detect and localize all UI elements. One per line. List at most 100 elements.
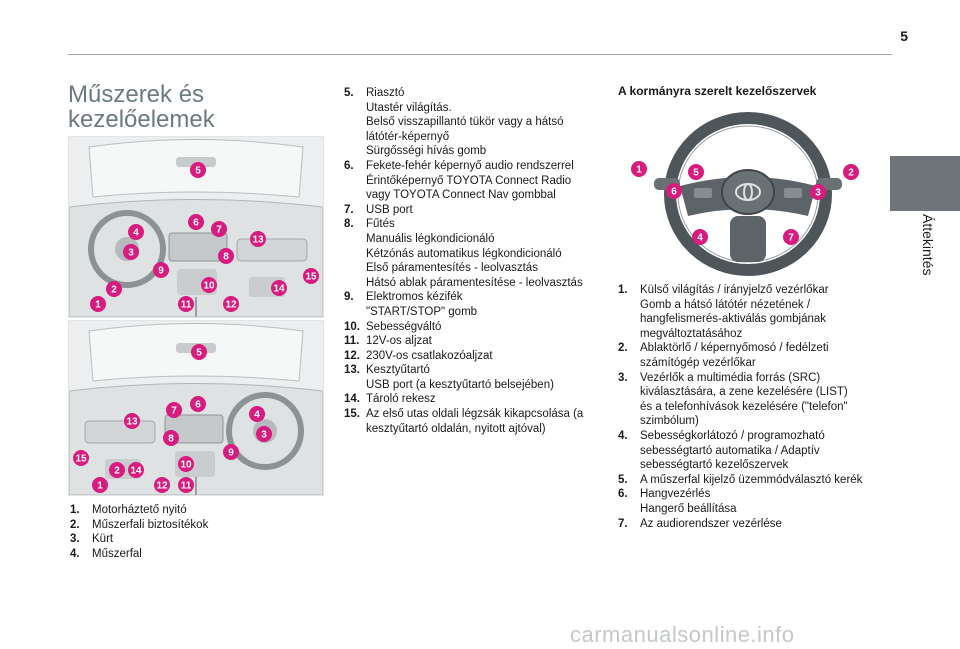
svg-text:5: 5 bbox=[693, 168, 699, 179]
svg-text:5: 5 bbox=[196, 348, 202, 359]
callout-7: 7 bbox=[211, 221, 227, 237]
callout-4: 4 bbox=[692, 229, 708, 245]
svg-text:4: 4 bbox=[133, 228, 139, 239]
svg-text:15: 15 bbox=[75, 454, 87, 465]
svg-text:11: 11 bbox=[181, 300, 192, 311]
svg-text:6: 6 bbox=[193, 218, 199, 229]
list-item: 2.Műszerfali biztosítékok bbox=[70, 518, 209, 531]
page-number: 5 bbox=[900, 28, 908, 44]
callout-1: 1 bbox=[90, 296, 106, 312]
callout-6: 6 bbox=[188, 214, 204, 230]
callout-2: 2 bbox=[109, 462, 125, 478]
callout-7: 7 bbox=[166, 402, 182, 418]
svg-text:2: 2 bbox=[111, 285, 117, 296]
svg-text:3: 3 bbox=[261, 430, 267, 441]
callout-4: 4 bbox=[249, 406, 265, 422]
svg-text:1: 1 bbox=[95, 300, 101, 311]
callout-10: 10 bbox=[178, 456, 194, 472]
svg-text:13: 13 bbox=[252, 235, 264, 246]
list-item: 6. Fekete-fehér képernyő audio rendszerr… bbox=[344, 159, 574, 202]
callout-14: 14 bbox=[128, 462, 144, 478]
svg-text:3: 3 bbox=[815, 188, 821, 199]
svg-text:2: 2 bbox=[114, 466, 120, 477]
callout-8: 8 bbox=[218, 248, 234, 264]
callout-3: 3 bbox=[123, 244, 139, 260]
callout-6: 6 bbox=[666, 183, 682, 199]
svg-text:5: 5 bbox=[195, 166, 201, 177]
list-left: 1.Motorháztető nyitó 2.Műszerfali biztos… bbox=[70, 503, 320, 561]
svg-text:8: 8 bbox=[223, 252, 229, 263]
list-item: 5.A műszerfal kijelző üzemmódválasztó ke… bbox=[618, 473, 863, 486]
svg-text:1: 1 bbox=[97, 481, 103, 492]
callout-12: 12 bbox=[154, 477, 170, 493]
svg-text:11: 11 bbox=[181, 481, 192, 492]
section-tab bbox=[890, 156, 960, 211]
list-item: 2. Ablaktörlő / képernyőmosó / fedélzeti… bbox=[618, 342, 829, 369]
callout-11: 11 bbox=[178, 296, 194, 312]
svg-text:7: 7 bbox=[788, 233, 794, 244]
list-item: 11.12V-os aljzat bbox=[344, 335, 432, 348]
callout-8: 8 bbox=[163, 430, 179, 446]
svg-text:3: 3 bbox=[128, 248, 134, 259]
callout-9: 9 bbox=[153, 262, 169, 278]
list-item: 12.230V-os csatlakozóaljzat bbox=[344, 349, 493, 362]
svg-text:12: 12 bbox=[156, 481, 168, 492]
callout-15: 15 bbox=[303, 268, 319, 284]
list-item: 7.Az audiorendszer vezérlése bbox=[618, 517, 782, 530]
svg-text:6: 6 bbox=[671, 187, 677, 198]
callout-6: 6 bbox=[190, 396, 206, 412]
list-item: 3. Vezérlők a multimédia forrás (SRC)kiv… bbox=[618, 371, 848, 428]
callout-9: 9 bbox=[223, 444, 239, 460]
list-item: 1. Külső világítás / irányjelző vezérlők… bbox=[618, 284, 829, 340]
callout-5: 5 bbox=[191, 344, 207, 360]
top-diagram-callouts: 5 6 7 4 3 13 8 9 10 15 14 2 1 11 12 bbox=[90, 162, 319, 312]
svg-text:10: 10 bbox=[180, 460, 192, 471]
callout-2: 2 bbox=[843, 164, 859, 180]
list-item: 7.USB port bbox=[344, 203, 413, 216]
svg-text:15: 15 bbox=[305, 272, 317, 283]
callout-3: 3 bbox=[256, 426, 272, 442]
svg-text:12: 12 bbox=[225, 300, 237, 311]
list-item: 15. Az első utas oldali légzsák kikapcso… bbox=[344, 408, 584, 435]
callout-5: 5 bbox=[688, 164, 704, 180]
svg-text:9: 9 bbox=[228, 448, 234, 459]
list-right: 1. Külső világítás / irányjelző vezérlők… bbox=[618, 283, 878, 531]
callout-4: 4 bbox=[128, 224, 144, 240]
callout-1: 1 bbox=[92, 477, 108, 493]
svg-text:8: 8 bbox=[168, 434, 174, 445]
callout-15: 15 bbox=[73, 450, 89, 466]
steering-wheel-diagram bbox=[654, 112, 842, 276]
callout-11: 11 bbox=[178, 477, 194, 493]
svg-text:4: 4 bbox=[697, 233, 703, 244]
callout-3: 3 bbox=[810, 184, 826, 200]
svg-text:9: 9 bbox=[158, 266, 164, 277]
svg-text:1: 1 bbox=[636, 165, 642, 176]
callout-7: 7 bbox=[783, 229, 799, 245]
callout-10: 10 bbox=[201, 277, 217, 293]
callout-14: 14 bbox=[271, 280, 287, 296]
list-item: 3.Kürt bbox=[70, 533, 114, 546]
svg-text:7: 7 bbox=[171, 406, 177, 417]
wheel-callouts: 1 5 6 2 3 4 7 bbox=[631, 161, 859, 245]
steering-heading: A kormányra szerelt kezelőszervek bbox=[618, 84, 817, 98]
callout-5: 5 bbox=[190, 162, 206, 178]
callout-13: 13 bbox=[250, 231, 266, 247]
callout-13: 13 bbox=[124, 413, 140, 429]
svg-text:7: 7 bbox=[216, 225, 222, 236]
bottom-diagram-callouts: 5 6 7 4 13 3 8 9 10 15 2 14 1 12 11 bbox=[73, 344, 272, 493]
svg-text:10: 10 bbox=[203, 281, 215, 292]
list-item: 9. Elektromos kézifék"START/STOP" gomb bbox=[344, 291, 478, 318]
top-rule bbox=[68, 54, 892, 55]
section-title: Műszerek és kezelőelemek bbox=[68, 81, 215, 133]
section-tab-label: Áttekintés bbox=[920, 214, 936, 276]
svg-text:6: 6 bbox=[195, 400, 201, 411]
callout-2: 2 bbox=[106, 281, 122, 297]
list-item: 10.Sebességváltó bbox=[344, 320, 442, 333]
list-item: 14.Tároló rekesz bbox=[344, 393, 436, 406]
callout-1: 1 bbox=[631, 161, 647, 177]
